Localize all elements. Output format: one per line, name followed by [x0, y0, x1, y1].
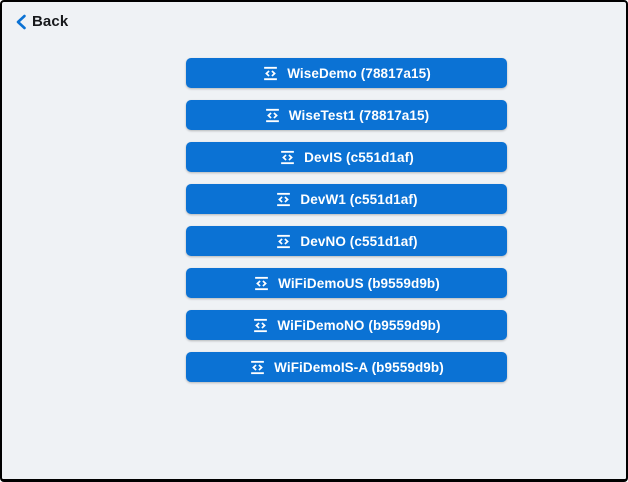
- back-button[interactable]: Back: [15, 13, 68, 30]
- environment-button-label: DevW1 (c551d1af): [300, 191, 418, 207]
- code-icon: [249, 359, 266, 376]
- code-icon: [275, 233, 292, 250]
- code-icon: [252, 317, 269, 334]
- environment-button-label: WiseDemo (78817a15): [287, 65, 431, 81]
- environment-button-devw1[interactable]: DevW1 (c551d1af): [186, 184, 507, 214]
- environment-button-list: WiseDemo (78817a15) WiseTest1 (78817a15): [186, 58, 507, 382]
- environment-button-label: WiseTest1 (78817a15): [288, 107, 430, 123]
- environment-button-devno[interactable]: DevNO (c551d1af): [186, 226, 507, 256]
- chevron-left-icon: [15, 14, 27, 30]
- environment-button-wifidemois-a[interactable]: WiFiDemoIS-A (b9559d9b): [186, 352, 507, 382]
- environment-button-wisetest1[interactable]: WiseTest1 (78817a15): [186, 100, 507, 130]
- environment-button-label: DevNO (c551d1af): [300, 233, 418, 249]
- environment-button-label: WiFiDemoIS-A (b9559d9b): [274, 359, 444, 375]
- back-button-label: Back: [32, 13, 69, 30]
- code-icon: [264, 107, 281, 124]
- environment-button-label: WiFiDemoNO (b9559d9b): [277, 317, 441, 333]
- code-icon: [275, 191, 292, 208]
- environment-button-label: WiFiDemoUS (b9559d9b): [278, 275, 440, 291]
- environment-button-devis[interactable]: DevIS (c551d1af): [186, 142, 507, 172]
- code-icon: [253, 275, 270, 292]
- environment-button-wifidemous[interactable]: WiFiDemoUS (b9559d9b): [186, 268, 507, 298]
- code-icon: [279, 149, 296, 166]
- environment-button-label: DevIS (c551d1af): [304, 149, 414, 165]
- environment-button-wisedemo[interactable]: WiseDemo (78817a15): [186, 58, 507, 88]
- code-icon: [262, 65, 279, 82]
- environment-button-wifidemono[interactable]: WiFiDemoNO (b9559d9b): [186, 310, 507, 340]
